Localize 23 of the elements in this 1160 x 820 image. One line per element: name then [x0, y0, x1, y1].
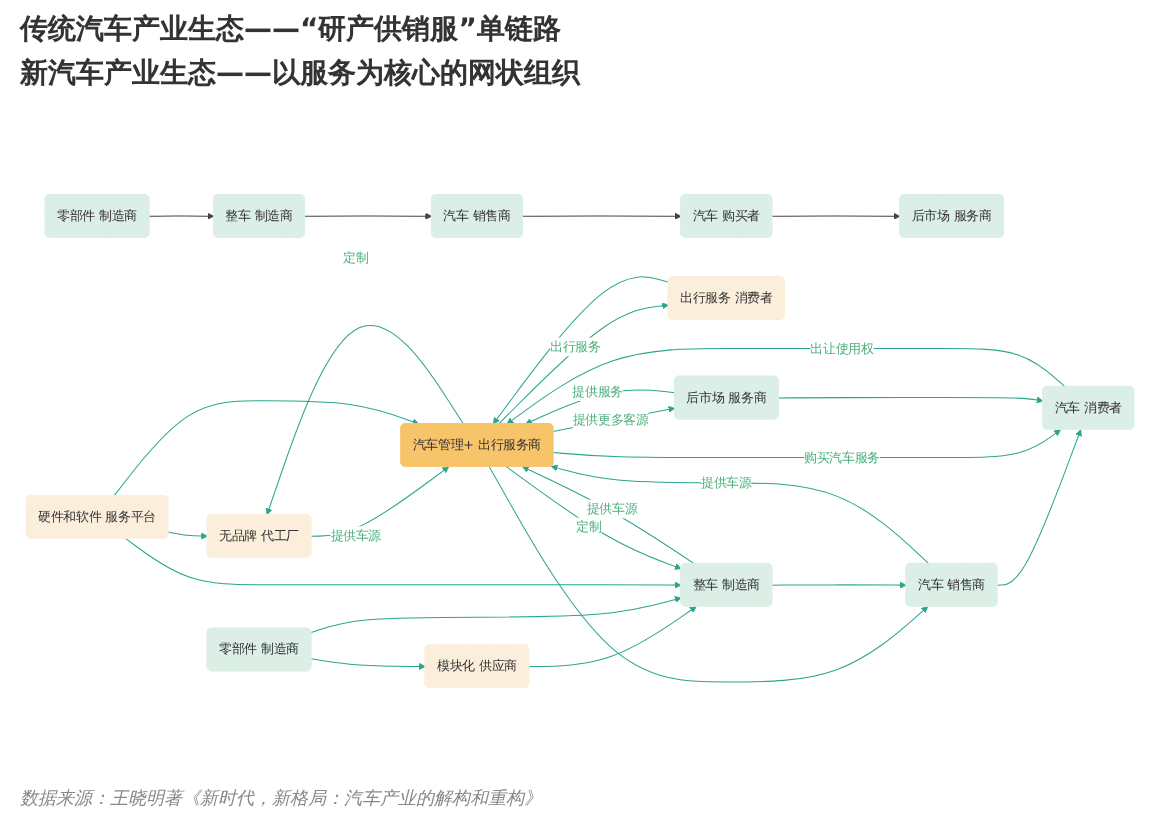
arrow — [522, 212, 682, 220]
arrow — [996, 429, 1082, 586]
arrow — [167, 531, 208, 540]
arrow — [550, 464, 930, 565]
arrow — [310, 658, 426, 670]
arrow — [522, 466, 695, 565]
title: 传统汽车产业生态——“研产供销服”单链路 — [20, 12, 563, 48]
arrow — [488, 466, 929, 683]
arrow — [265, 325, 464, 516]
caption: 数据来源：王晓明著《新时代，新格局：汽车产业的解构和重构》 — [20, 787, 544, 812]
arrow — [505, 466, 682, 570]
arrow — [528, 606, 697, 668]
arrow — [777, 396, 1044, 404]
arrow — [498, 302, 669, 425]
arrow — [148, 212, 215, 220]
arrow — [113, 400, 420, 497]
arrow — [771, 581, 907, 589]
section-heading: 新汽车产业生态——以服务为核心的网状组织 — [20, 56, 583, 92]
arrow — [125, 538, 682, 589]
arrow — [304, 212, 433, 220]
arrow — [492, 276, 670, 425]
arrow — [310, 596, 682, 634]
arrow — [771, 212, 901, 220]
